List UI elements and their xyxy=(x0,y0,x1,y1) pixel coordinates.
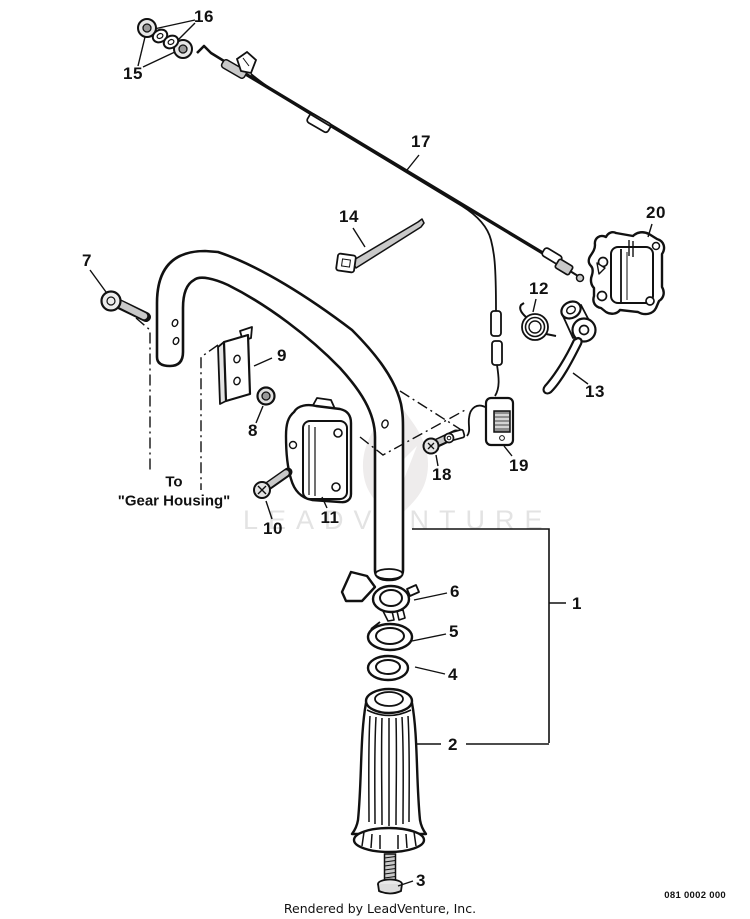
part-callout-17: 17 xyxy=(411,132,431,151)
leader-line-14 xyxy=(352,227,366,248)
part-callout-16: 16 xyxy=(194,7,214,26)
part-7-bolt xyxy=(89,269,151,322)
part-callout-9: 9 xyxy=(277,346,287,365)
part-code: 081 0002 000 xyxy=(664,890,726,901)
part-callout-8: 8 xyxy=(248,421,258,440)
part-callout-12: 12 xyxy=(529,279,549,298)
part-callout-1: 1 xyxy=(572,594,582,613)
leader-line-17 xyxy=(406,154,420,171)
part-callout-20: 20 xyxy=(646,203,666,222)
leader-line-11 xyxy=(321,496,328,509)
part-5-lock-ring xyxy=(366,621,447,652)
part-callout-2: 2 xyxy=(448,735,458,754)
part-callout-15: 15 xyxy=(123,64,143,83)
part-3-screw xyxy=(377,853,414,895)
part-callout-11: 11 xyxy=(320,508,340,527)
leader-line-4 xyxy=(414,666,446,675)
part-17-wire-harness xyxy=(235,50,503,397)
part-callout-3: 3 xyxy=(416,871,426,890)
part-callout-19: 19 xyxy=(509,456,529,475)
leader-line-12 xyxy=(532,298,537,313)
leader-line-19 xyxy=(503,445,513,457)
gear-housing-note: To "Gear Housing" xyxy=(118,473,231,511)
leader-lines-15-16 xyxy=(137,19,196,68)
part-16-washers xyxy=(151,28,180,50)
part-callout-6: 6 xyxy=(450,582,460,601)
gear-housing-note-line1: To xyxy=(165,473,183,491)
centerline-axes xyxy=(135,317,468,490)
part-10-screw xyxy=(253,467,293,520)
part-callout-10: 10 xyxy=(263,519,283,538)
part-6-plate xyxy=(340,568,448,622)
part-11-clamp xyxy=(284,397,353,509)
leader-line-20 xyxy=(647,223,653,238)
part-4-ring xyxy=(366,654,446,682)
part-callout-4: 4 xyxy=(448,665,458,684)
leader-line-5 xyxy=(411,633,447,642)
leader-line-8 xyxy=(255,405,264,424)
gear-housing-note-line2: "Gear Housing" xyxy=(117,492,231,509)
part-callout-13: 13 xyxy=(585,382,605,401)
part-12-spring xyxy=(519,298,557,341)
rendered-by-credit: Rendered by LeadVenture, Inc. xyxy=(283,901,477,916)
part-13-trigger xyxy=(542,300,597,395)
part-14-cable-tie xyxy=(335,218,425,274)
part-callout-7: 7 xyxy=(82,251,92,270)
leader-line-3 xyxy=(397,880,414,887)
leader-line-18 xyxy=(435,454,439,467)
leader-line-9 xyxy=(253,357,273,367)
leader-line-10 xyxy=(265,500,273,520)
assembly-bracket-1 xyxy=(412,528,566,745)
part-15-nuts xyxy=(137,18,193,59)
leader-line-7 xyxy=(89,269,107,293)
part-callout-14: 14 xyxy=(339,207,359,226)
part-callout-5: 5 xyxy=(449,622,459,641)
part-19-switch xyxy=(443,396,515,457)
part-8-nut xyxy=(255,386,276,424)
part-2-grip xyxy=(350,687,428,854)
part-callout-18: 18 xyxy=(432,465,452,484)
leader-line-13 xyxy=(572,372,589,385)
part-9-bracket xyxy=(217,326,273,405)
part-20-housing xyxy=(587,223,666,316)
leader-line-6 xyxy=(413,592,448,601)
